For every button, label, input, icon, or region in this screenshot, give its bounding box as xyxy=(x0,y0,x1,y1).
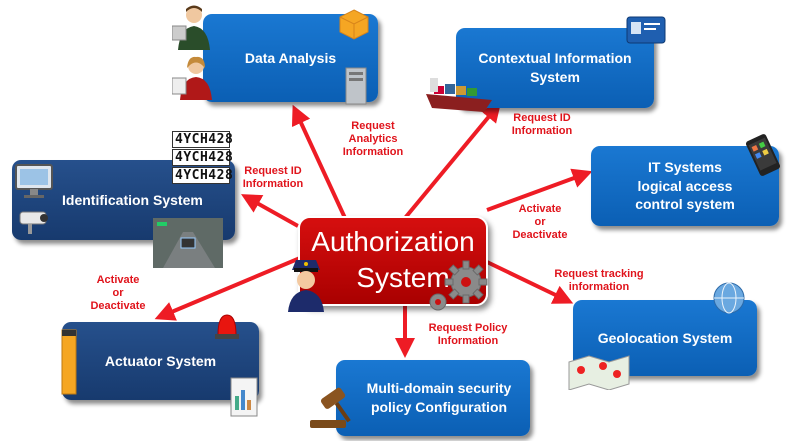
it-systems-box: IT Systems logical access control system xyxy=(591,146,779,226)
arrow-to-geolocation xyxy=(486,260,574,304)
barrier-gate-icon xyxy=(61,329,77,395)
geolocation-label: Geolocation System xyxy=(597,329,733,346)
security-camera-icon xyxy=(19,211,48,234)
contextual-info-label: Contextual Information System xyxy=(478,50,632,85)
smartphone-icon xyxy=(745,134,781,176)
globe-icon xyxy=(713,282,745,314)
analyst-person-icon xyxy=(172,5,210,50)
analyst-woman-icon xyxy=(172,56,212,100)
license-plate: 4YCH428 xyxy=(172,167,233,184)
arrow-to-contextual xyxy=(403,101,502,220)
computer-monitor-icon xyxy=(15,164,53,198)
orange-cube-icon xyxy=(339,9,369,40)
document-stats-icon xyxy=(230,377,258,417)
cargo-ship-icon xyxy=(426,78,492,112)
authorization-title-line1: Authorization xyxy=(311,226,475,257)
police-officer-icon xyxy=(288,260,324,312)
server-icon xyxy=(345,67,367,105)
license-plate: 4YCH428 xyxy=(172,131,233,148)
arrow-to-actuator xyxy=(154,256,301,321)
siren-light-icon xyxy=(215,314,239,339)
policy-label: Multi-domain security policy Configurati… xyxy=(366,380,512,415)
label-request-tracking: Request tracking information xyxy=(554,268,644,293)
label-request-policy: Request Policy Information xyxy=(428,322,508,347)
license-plates: 4YCH428 4YCH428 4YCH428 xyxy=(172,131,233,185)
policy-box: Multi-domain security policy Configurati… xyxy=(336,360,530,436)
label-request-analytics: Request Analytics Information xyxy=(342,120,404,158)
data-analysis-label: Data Analysis xyxy=(244,49,337,66)
actuator-label: Actuator System xyxy=(104,352,217,369)
arrow-to-identification xyxy=(241,194,299,228)
contextual-info-box: Contextual Information System xyxy=(456,28,654,108)
label-activate-actuator: Activate or Deactivate xyxy=(90,274,146,312)
it-systems-label: IT Systems logical access control system xyxy=(635,158,735,213)
gears-icon xyxy=(429,260,488,311)
label-request-id-context: Request ID Information xyxy=(511,112,573,137)
label-activate-it: Activate or Deactivate xyxy=(512,203,568,241)
license-plate: 4YCH428 xyxy=(172,149,233,166)
authorization-title-line2: System xyxy=(356,262,450,293)
road-camera-image xyxy=(153,218,223,268)
map-pins-icon xyxy=(568,355,630,390)
arrow-to-it-systems xyxy=(486,168,593,212)
gavel-icon xyxy=(310,387,351,428)
identification-label: Identification System xyxy=(62,191,203,208)
id-card-icon xyxy=(626,16,666,44)
label-request-id-identification: Request ID Information xyxy=(242,165,304,190)
arrow-to-data-analysis xyxy=(291,104,347,219)
